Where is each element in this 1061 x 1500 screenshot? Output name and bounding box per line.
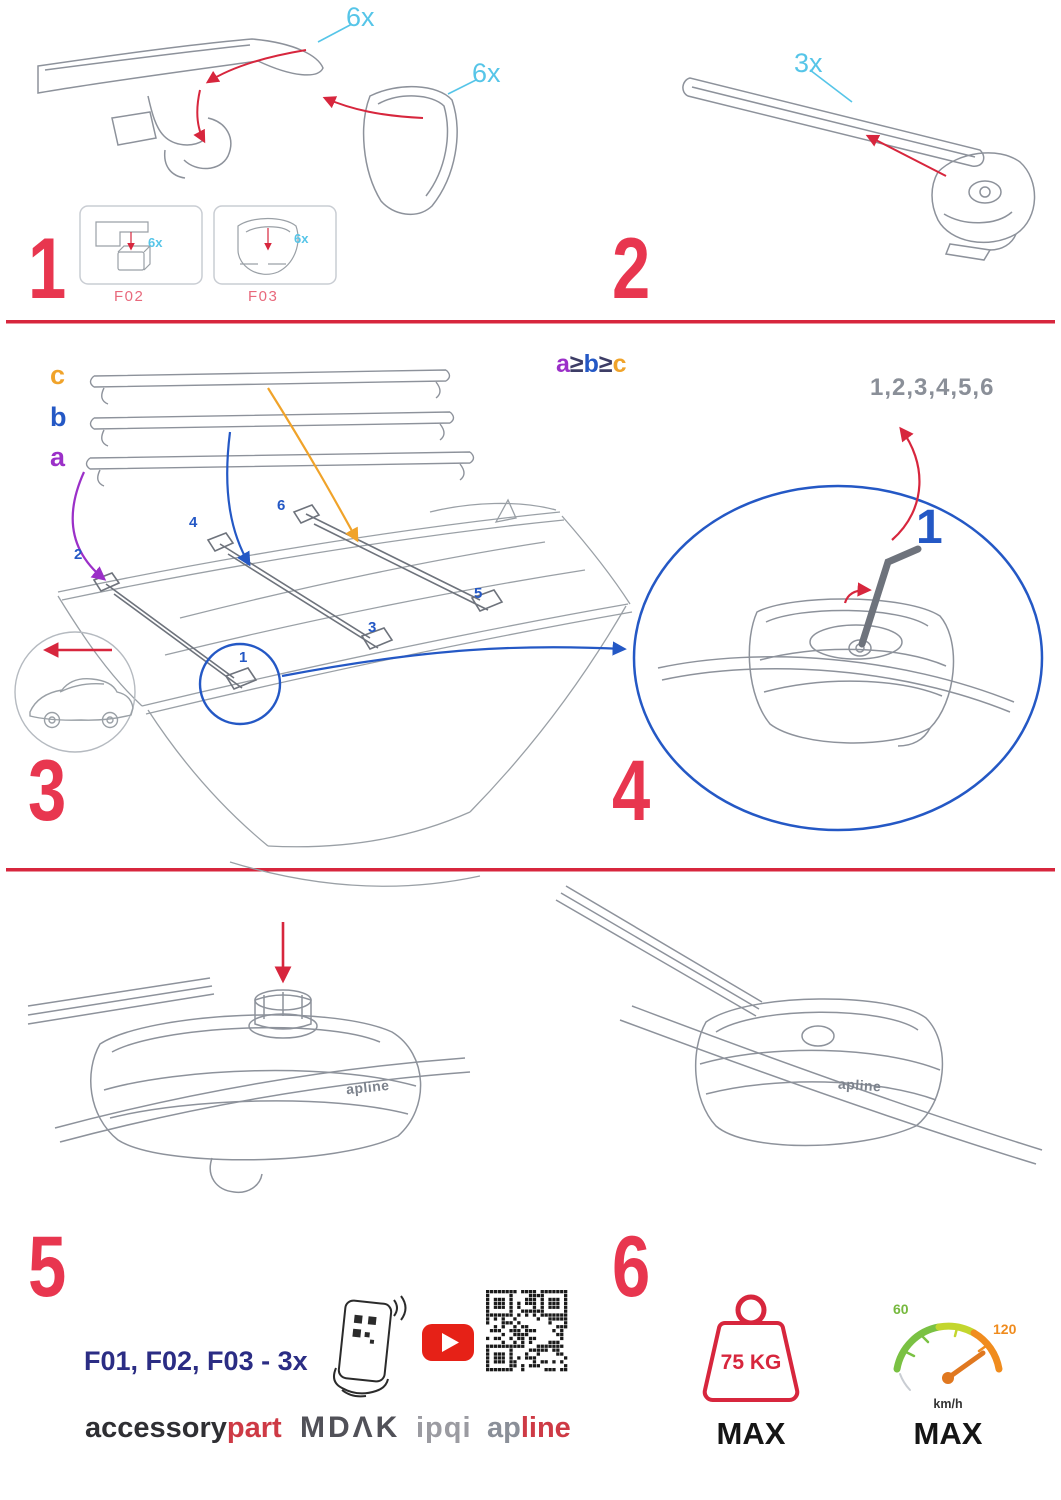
max-speed-label: MAX bbox=[913, 1416, 983, 1451]
section-divider-bottom bbox=[6, 868, 1055, 872]
section-divider-top bbox=[6, 320, 1055, 324]
part-code-f03: F03 bbox=[248, 288, 279, 305]
step4-hex-key-drawing bbox=[858, 545, 922, 648]
step3-bars-drawing bbox=[85, 369, 475, 487]
bar-label-b: b bbox=[50, 402, 67, 432]
position-2: 2 bbox=[74, 546, 83, 563]
position-1: 1 bbox=[239, 649, 248, 666]
youtube-play-icon bbox=[422, 1324, 474, 1361]
rule-c: c bbox=[612, 350, 627, 378]
tighten-sequence-label: 1,2,3,4,5,6 bbox=[870, 374, 995, 401]
box1-qty-label: 6x bbox=[148, 235, 163, 250]
step4-number: 4 bbox=[612, 743, 650, 839]
step6-number: 6 bbox=[612, 1219, 650, 1315]
step2-callout-line bbox=[809, 69, 853, 103]
step3-position1-circle bbox=[198, 641, 627, 726]
bar-label-a: a bbox=[50, 442, 66, 472]
step5-knob-drawing bbox=[27, 977, 471, 1194]
brand-accessory: accessory bbox=[85, 1412, 227, 1444]
speed-unit-label: km/h bbox=[933, 1397, 963, 1411]
step4-first-position: 1 bbox=[916, 501, 943, 554]
step3-order-arrows bbox=[71, 387, 359, 581]
step3-crossbars-drawing bbox=[92, 504, 504, 690]
max-load-weight-icon bbox=[702, 1294, 800, 1402]
part-code-f02: F02 bbox=[114, 288, 145, 305]
step2-number: 2 bbox=[612, 221, 650, 317]
length-rule: a≥b≥c bbox=[556, 352, 627, 377]
position-4: 4 bbox=[189, 514, 198, 531]
position-3: 3 bbox=[368, 619, 377, 636]
step1-bar-endcap-drawing bbox=[37, 38, 458, 216]
box2-qty-label: 6x bbox=[294, 231, 309, 246]
apline-logo-right: apline bbox=[837, 1075, 882, 1095]
step1-box-sketches bbox=[95, 217, 299, 275]
brand-apline: apline bbox=[487, 1414, 571, 1443]
step2-red-arrow bbox=[865, 134, 947, 177]
rule-b: b bbox=[583, 350, 599, 378]
max-speed-gauge-icon bbox=[893, 1322, 1003, 1391]
step1-number: 1 bbox=[28, 221, 66, 317]
step1-part-boxes bbox=[79, 205, 337, 285]
speed-high-label: 120 bbox=[993, 1321, 1017, 1337]
car-direction-icon bbox=[14, 631, 136, 753]
qr-code-icon bbox=[486, 1290, 568, 1372]
brand-line: line bbox=[520, 1412, 571, 1444]
position-6: 6 bbox=[277, 497, 286, 514]
step2-bar-drawing bbox=[682, 77, 1036, 261]
max-weight-label: MAX bbox=[716, 1416, 786, 1451]
rule-ge2: ≥ bbox=[598, 350, 613, 378]
step5-number: 5 bbox=[28, 1219, 66, 1315]
brand-ap: ap bbox=[487, 1412, 521, 1444]
phone-qr-scan-icon bbox=[333, 1295, 407, 1398]
step1-callout-lines bbox=[317, 23, 477, 95]
step3-car-drawing bbox=[57, 498, 633, 887]
step5-mounted-foot-drawing bbox=[555, 885, 1043, 1165]
brand-accessorypart: accessorypart bbox=[85, 1414, 282, 1443]
brand-part: part bbox=[226, 1412, 282, 1444]
qty-label-cover: 6x bbox=[472, 58, 501, 88]
position-5: 5 bbox=[474, 585, 483, 602]
speed-low-label: 60 bbox=[893, 1301, 909, 1317]
qty-label-endcap: 6x bbox=[346, 2, 375, 32]
step4-zoom-circle bbox=[632, 484, 1044, 832]
parts-quantity-line: F01, F02, F03 - 3x bbox=[84, 1346, 308, 1376]
step3-number: 3 bbox=[28, 743, 66, 839]
rule-a: a bbox=[556, 350, 570, 378]
brand-ipqi: ipqi bbox=[416, 1412, 472, 1444]
step4-red-arrows bbox=[843, 426, 921, 604]
qty-label-bar: 3x bbox=[794, 48, 823, 78]
step4-foot-drawing bbox=[657, 598, 1015, 747]
step1-red-arrows bbox=[193, 49, 424, 144]
max-weight-value: 75 KG bbox=[720, 1351, 782, 1374]
rule-ge1: ≥ bbox=[569, 350, 584, 378]
bar-label-c: c bbox=[50, 360, 66, 390]
brand-mdak: MDΛK bbox=[300, 1411, 401, 1444]
